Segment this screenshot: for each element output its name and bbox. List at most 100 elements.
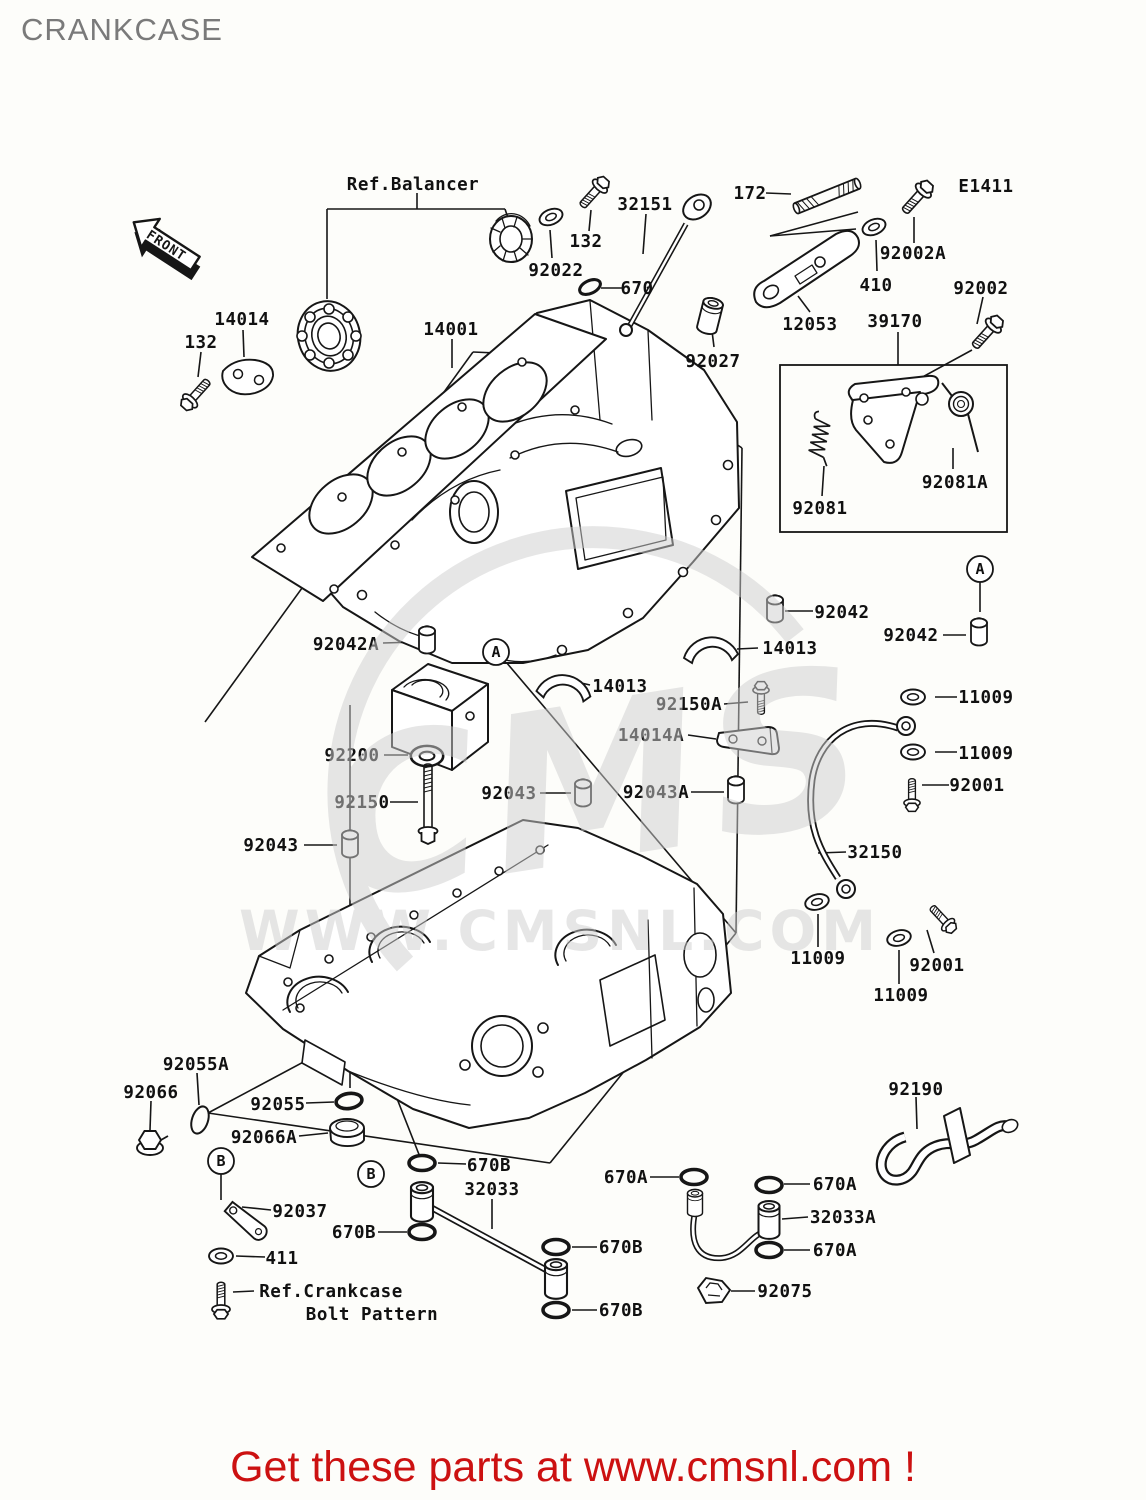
footer-banner: Get these parts at www.cmsnl.com !: [230, 1443, 916, 1491]
part-number-label: 14013: [762, 639, 817, 659]
part-number-label: 92075: [757, 1282, 812, 1302]
svg-text:B: B: [216, 1152, 225, 1170]
collar-92027-icon: [694, 295, 726, 337]
part-number-label: 670B: [599, 1301, 643, 1321]
part-number-label: 92150A: [656, 695, 722, 715]
leader-line: [687, 734, 717, 740]
bolt-92002a-icon: [896, 175, 939, 220]
part-number-label: 92042: [883, 626, 938, 646]
leader-line: [642, 213, 647, 255]
washer-410-icon: [859, 214, 889, 240]
part-number-label: 12053: [782, 315, 837, 335]
part-number-label: 14014A: [618, 726, 684, 746]
leader-line: [242, 329, 245, 358]
part-number-label: 32033A: [810, 1208, 876, 1228]
watermark-url: WWW.CMSNL.COM: [239, 899, 881, 963]
leader-line: [298, 1132, 329, 1137]
svg-text:A: A: [975, 560, 984, 578]
leader-line: [207, 1112, 551, 1164]
part-number-label: 92190: [888, 1080, 943, 1100]
leader-line: [197, 351, 202, 378]
part-number-label: 410: [859, 276, 892, 296]
leader-line: [926, 929, 935, 954]
clamp-92075-icon: [697, 1277, 731, 1304]
detent-assembly-box: [779, 364, 1008, 533]
part-number-label: 92081: [792, 499, 847, 519]
page-title: CRANKCASE: [21, 12, 223, 47]
part-number-label: 92043: [243, 836, 298, 856]
part-number-label: 670: [620, 279, 653, 299]
oring-670b-icon: [541, 1237, 571, 1257]
part-number-label: 92043A: [623, 783, 689, 803]
part-number-label: 92001: [909, 956, 964, 976]
part-number-label: 92001: [949, 776, 1004, 796]
damper-92042a-icon: [418, 625, 436, 655]
part-number-label: 172: [733, 184, 766, 204]
pipe-fitting-icon: [757, 1200, 781, 1240]
bolt-92002-icon: [966, 310, 1009, 355]
part-number-label: Bolt Pattern: [306, 1305, 438, 1325]
leader-line: [723, 701, 749, 705]
needle-bearing-drawing: [489, 213, 533, 263]
cap-92066a-icon: [329, 1118, 365, 1148]
bolt-92001-icon: [903, 777, 921, 813]
oring-92055-icon: [333, 1089, 365, 1113]
part-number-label: 670B: [467, 1156, 511, 1176]
oil-pipe-32150-drawing: [807, 716, 916, 899]
section-marker: B: [207, 1147, 235, 1175]
part-number-label: 92002A: [880, 244, 946, 264]
part-number-label: Ref.Crankcase: [259, 1282, 402, 1302]
part-number-label: 14014: [214, 310, 269, 330]
detent-arm-drawing: [847, 374, 940, 464]
part-number-label: 32033: [464, 1180, 519, 1200]
leader-line: [241, 1206, 272, 1211]
part-number-label: 132: [184, 333, 217, 353]
leader-line: [781, 1216, 809, 1220]
part-number-label: 32150: [847, 843, 902, 863]
oring-670b-icon: [407, 1222, 437, 1242]
breather-hose-92190-drawing: [875, 1107, 1019, 1186]
part-number-label: 92066A: [231, 1128, 297, 1148]
part-number-label: 92002: [953, 279, 1008, 299]
part-number-label: 92042A: [313, 635, 379, 655]
part-number-label: 411: [265, 1249, 298, 1269]
leader-line: [196, 1072, 200, 1106]
leader-line: [235, 1255, 266, 1258]
pipe-fitting-icon: [409, 1181, 435, 1223]
washer-11009-icon: [900, 743, 926, 761]
washer-11009-icon: [884, 926, 914, 950]
leader-line: [588, 209, 592, 232]
section-marker: A: [966, 555, 994, 583]
part-number-label: 92055A: [163, 1055, 229, 1075]
detent-spring-icon: [803, 409, 839, 468]
plate-14014-icon: [221, 358, 274, 396]
lever-12053-drawing: [753, 229, 860, 309]
stud-172-icon: [791, 176, 863, 216]
upper-crankcase-drawing: [251, 299, 740, 664]
part-number-label: 11009: [790, 949, 845, 969]
part-number-label: 670A: [813, 1175, 857, 1195]
leader-line: [976, 296, 984, 325]
leader-line: [821, 465, 825, 497]
oil-pipe-32033-drawing: [430, 1205, 552, 1275]
watermark-swoosh: [327, 526, 804, 972]
leader-line: [149, 1100, 152, 1131]
part-number-label: E1411: [958, 177, 1013, 197]
part-number-label: 32151: [617, 195, 672, 215]
svg-text:A: A: [491, 643, 500, 661]
leader-line: [875, 239, 878, 272]
torsion-spring-icon: [941, 382, 979, 453]
part-number-label: 92042: [814, 603, 869, 623]
bolt-pattern-icon: [211, 1281, 231, 1320]
leader-line: [797, 295, 811, 313]
svg-text:B: B: [366, 1165, 375, 1183]
leader-line: [437, 1162, 467, 1165]
leader-line: [765, 192, 792, 195]
part-number-label: 92037: [272, 1202, 327, 1222]
oring-670a-icon: [679, 1167, 709, 1187]
pipe-fitting-icon: [543, 1258, 569, 1300]
part-number-label: Ref.Balancer: [347, 175, 479, 195]
bolt-92001-icon: [924, 900, 961, 938]
